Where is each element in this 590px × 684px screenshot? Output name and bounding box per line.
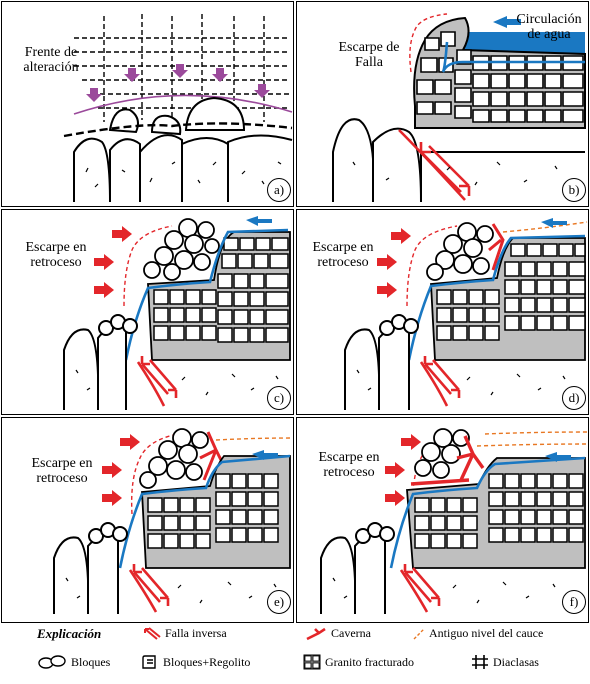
legend-label: Granito fracturado	[325, 654, 414, 669]
original-scarp-line	[409, 13, 448, 73]
retreating-scarp-label: Escarpe en retroceso	[312, 240, 374, 270]
legend-label: Bloques+Regolito	[163, 654, 251, 669]
panel-letter: e)	[267, 590, 291, 614]
panel-b: Escarpe de Falla Circulación de agua b)	[296, 1, 589, 207]
loose-blocks	[143, 218, 220, 281]
fault-line	[136, 361, 166, 407]
legend-title: Explicación	[37, 626, 102, 641]
legend-label: Antiguo nivel del cauce	[429, 626, 544, 640]
water-circulation-label: Circulación de agua	[516, 12, 582, 42]
diaclasas-icon	[472, 655, 488, 669]
panel-e: Escarpe en retroceso e)	[1, 417, 294, 623]
legend-item-granito: Granito fracturado	[303, 654, 414, 670]
panel-a: Frente de alteración a)	[1, 1, 294, 207]
panel-d-drawing	[344, 218, 588, 411]
legend-item-falla: Falla inversa	[143, 626, 227, 641]
water-table	[457, 32, 585, 54]
water-flow-arrow	[246, 216, 272, 226]
panel-letter: c)	[267, 386, 291, 410]
retreating-scarp-label: Escarpe en retroceso	[25, 240, 87, 270]
panel-f: Escarpe en retroceso f)	[296, 417, 589, 623]
panel-b-drawing	[332, 13, 586, 203]
legend-label: Bloques	[71, 654, 111, 669]
bedrock-blocks	[73, 134, 293, 203]
panel-a-drawing	[63, 14, 293, 203]
weathering-front-line	[73, 94, 293, 115]
panel-letter: a)	[267, 178, 291, 202]
legend-item-diaclasas: Diaclasas	[471, 654, 539, 670]
caverna-icon	[306, 627, 326, 640]
panel-letter: b)	[562, 178, 586, 202]
retreating-scarp-label: Escarpe en retroceso	[318, 450, 380, 480]
legend-item-regolito: Bloques+Regolito	[141, 654, 250, 670]
legend-label: Falla inversa	[165, 626, 227, 640]
jointed-blocks	[153, 237, 289, 343]
legend-item-caverna: Caverna	[305, 626, 371, 641]
old-channel-level	[502, 221, 588, 233]
fault-scarp-label: Escarpe de Falla	[338, 40, 400, 70]
retreating-scarp-label: Escarpe en retroceso	[31, 456, 93, 486]
panel-c-drawing	[63, 216, 291, 411]
corestones	[108, 96, 246, 136]
legend-label: Diaclasas	[493, 654, 539, 669]
panel-f-drawing	[320, 428, 588, 615]
panel-c: Escarpe en retroceso c)	[1, 209, 294, 415]
panel-e-drawing	[53, 428, 293, 615]
jointed-blocks	[416, 31, 584, 123]
panel-d: Escarpe en retroceso d)	[296, 209, 589, 415]
legend-label: Caverna	[331, 626, 371, 640]
legend-item-bloques: Bloques	[37, 654, 110, 670]
bedrock-blocks	[63, 314, 138, 411]
weathering-front-label: Frente de alteración	[23, 45, 79, 75]
diagram-grid: Frente de alteración a)	[1, 1, 589, 623]
retreat-arrows	[94, 226, 132, 298]
fault-arrows	[419, 142, 471, 196]
legend: Explicación Falla inversa Caverna Antigu…	[1, 622, 589, 684]
bloques-icon	[38, 655, 66, 669]
panel-letter: f)	[562, 590, 586, 614]
panel-letter: d)	[562, 386, 586, 410]
old-channel-level-icon	[413, 628, 425, 639]
falla-inversa-icon	[144, 626, 161, 640]
water-flow-arrow	[493, 16, 521, 28]
cavern	[488, 223, 505, 271]
legend-item-antiguo: Antiguo nivel del cauce	[413, 626, 543, 641]
diaclasas-marks	[85, 161, 282, 188]
bloques-regolito-icon	[142, 655, 156, 669]
bedrock-blocks	[332, 118, 585, 203]
weathering-arrows	[86, 64, 270, 102]
granito-fracturado-icon	[303, 654, 321, 670]
